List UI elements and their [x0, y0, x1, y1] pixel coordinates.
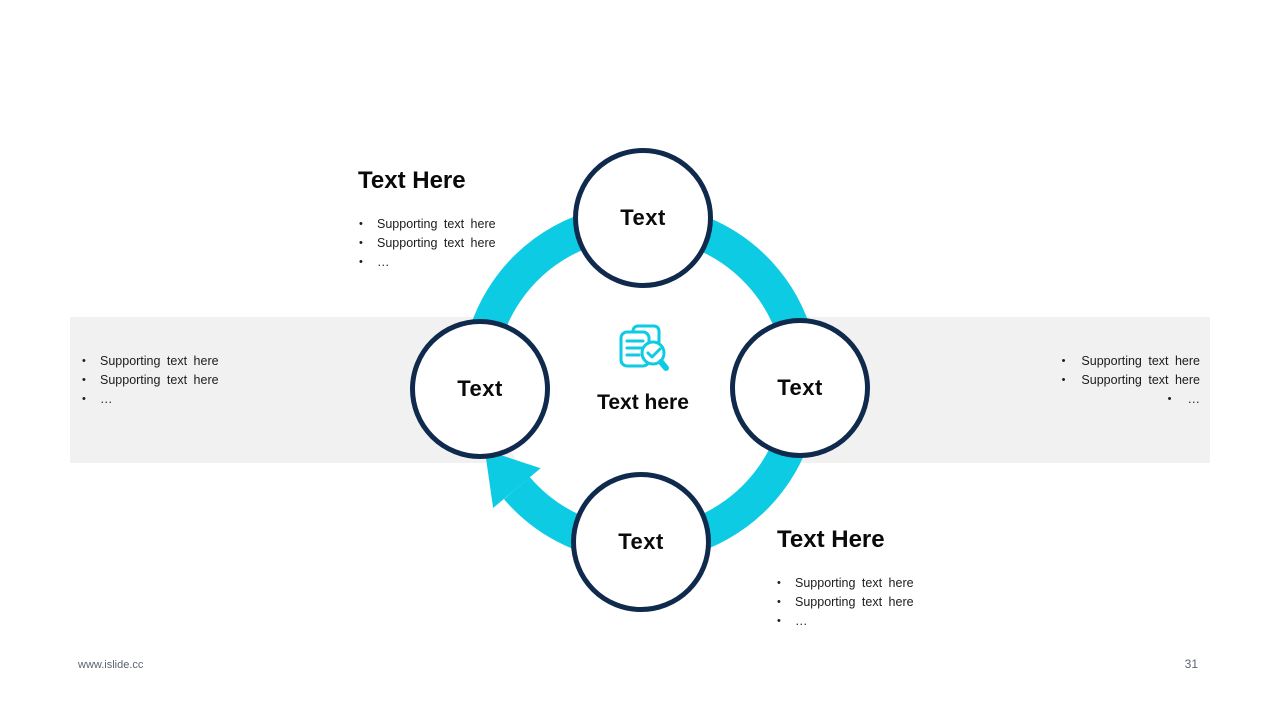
bullet-item: … [81, 390, 219, 409]
bullet-item: Supporting text here [900, 371, 1200, 390]
cycle-node-top: Text [573, 148, 713, 288]
bullet-item: … [776, 612, 914, 631]
bullet-item: Supporting text here [358, 215, 496, 234]
callout-list-right-band: Supporting text here Supporting text her… [900, 352, 1200, 409]
callout-list-left-band: Supporting text here Supporting text her… [81, 352, 219, 409]
bullet-item: Supporting text here [776, 593, 914, 612]
center-label: Text here [597, 391, 689, 414]
bullet-item: Supporting text here [81, 371, 219, 390]
bullet-item: … [358, 253, 496, 272]
page-number: 31 [1184, 657, 1198, 671]
bullet-item: Supporting text here [776, 574, 914, 593]
cycle-node-label: Text [457, 376, 503, 401]
cycle-node-label: Text [618, 529, 664, 554]
cycle-node-left: Text [410, 319, 550, 459]
callout-title-top-left: Text Here [358, 167, 466, 194]
callout-list-bottom-right: Supporting text here Supporting text her… [776, 574, 914, 631]
cycle-node-label: Text [620, 205, 666, 230]
bullet-item: Supporting text here [900, 352, 1200, 371]
cycle-node-right: Text [730, 318, 870, 458]
bullet-item: Supporting text here [81, 352, 219, 371]
footer-url: www.islide.cc [78, 659, 144, 671]
cycle-node-label: Text [777, 375, 823, 400]
callout-list-top-left: Supporting text here Supporting text her… [358, 215, 496, 272]
cycle-node-bottom: Text [571, 472, 711, 612]
callout-title-bottom-right: Text Here [777, 526, 885, 553]
document-search-check-icon [619, 324, 669, 371]
bullet-item: Supporting text here [358, 234, 496, 253]
bullet-item: … [900, 390, 1201, 409]
